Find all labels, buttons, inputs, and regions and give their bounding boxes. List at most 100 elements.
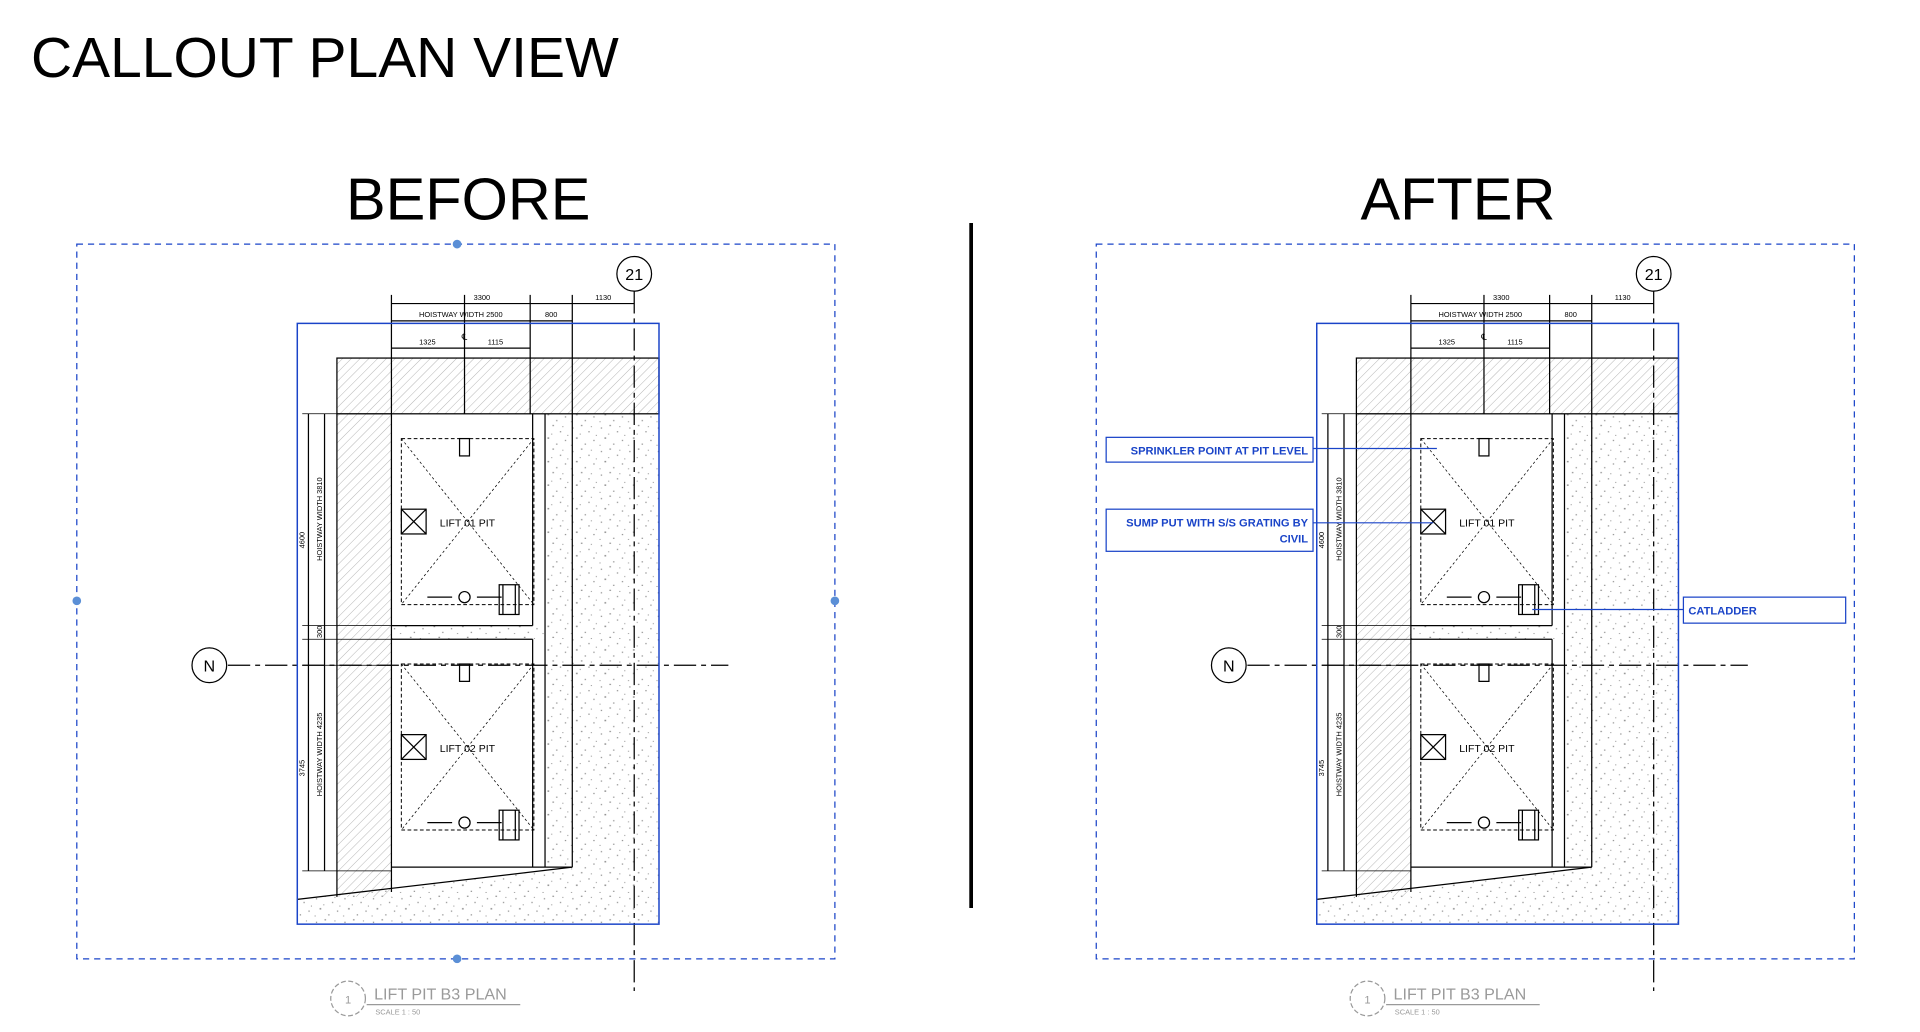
cat-ladder-icon bbox=[498, 809, 520, 841]
dimension-text: 800 bbox=[545, 310, 557, 319]
lift-pit-label: LIFT 02 PIT bbox=[440, 743, 496, 755]
callout-text: CATLADDER bbox=[1688, 605, 1756, 617]
pit-diagonal bbox=[1420, 438, 1554, 605]
cat-ladder-icon bbox=[1518, 809, 1540, 841]
callout-catladder: CATLADDER bbox=[1532, 596, 1847, 624]
grid-label-21: 21 bbox=[625, 266, 643, 284]
crop-drag-handle[interactable] bbox=[830, 596, 840, 606]
view-scale: SCALE 1 : 50 bbox=[375, 1008, 420, 1017]
dimension-text: 3745 bbox=[1317, 760, 1326, 777]
dimension-text: 800 bbox=[1564, 310, 1576, 319]
sprinkler-icon bbox=[458, 816, 471, 829]
dimension-text: 300 bbox=[315, 626, 324, 638]
grid-bubble-21 bbox=[616, 255, 653, 292]
dimension-text: 3745 bbox=[298, 760, 307, 777]
hatched-wall-left bbox=[336, 413, 392, 897]
slab-fill bbox=[1410, 625, 1565, 640]
dimension-text: 3300 bbox=[474, 293, 491, 302]
view-number: 1 bbox=[1364, 994, 1370, 1006]
lift-pit-2: LIFT 02 PIT bbox=[1420, 663, 1554, 841]
callout-text: SUMP PUT WITH S/S GRATING BY bbox=[1126, 518, 1309, 530]
view-number-bubble bbox=[1349, 980, 1386, 1017]
concrete-fill bbox=[1316, 413, 1679, 925]
crop-drag-handle[interactable] bbox=[72, 596, 82, 606]
view-number-bubble bbox=[330, 980, 367, 1017]
lift-pit-label: LIFT 02 PIT bbox=[1459, 743, 1515, 755]
hatched-wall-top bbox=[1356, 358, 1679, 414]
lift-pit-label: LIFT 01 PIT bbox=[1459, 518, 1515, 530]
dimension-text: 4600 bbox=[1317, 532, 1326, 549]
hatched-wall-top bbox=[336, 358, 659, 414]
sprinkler-icon bbox=[458, 590, 471, 604]
centerline-mark: ℄ bbox=[461, 331, 468, 341]
dimension-text: HOISTWAY WIDTH 2500 bbox=[419, 310, 503, 319]
buffer-icon bbox=[458, 663, 471, 682]
cat-ladder-icon bbox=[498, 584, 520, 616]
dimension-text: 300 bbox=[1335, 626, 1344, 638]
crop-drag-handle[interactable] bbox=[452, 954, 462, 964]
panel-heading: AFTER bbox=[1361, 165, 1556, 232]
sump-pit-icon bbox=[1420, 734, 1447, 760]
view-title: LIFT PIT B3 PLAN bbox=[1394, 986, 1527, 1004]
crop-region-boundary bbox=[76, 243, 836, 960]
cat-ladder-icon bbox=[1518, 584, 1540, 616]
dimension-text: 3300 bbox=[1493, 293, 1510, 302]
dimension-text: HOISTWAY WIDTH 3810 bbox=[315, 477, 324, 561]
sump-pit-icon bbox=[400, 508, 427, 535]
page-title: CALLOUT PLAN VIEW bbox=[31, 26, 619, 90]
callout-text: CIVIL bbox=[1280, 534, 1309, 546]
callout-sprinkler: SPRINKLER POINT AT PIT LEVEL bbox=[1105, 436, 1437, 463]
concrete-wall-fill bbox=[1564, 413, 1592, 868]
dimension-text: 1115 bbox=[488, 337, 503, 346]
buffer-icon bbox=[1478, 437, 1490, 457]
callout-scope-box bbox=[296, 322, 660, 925]
before-panel: BEFORE LIFT 01 PIT LIFT 02 PIT 21N 3300 1130H… bbox=[72, 165, 840, 1017]
dimension-text: HOISTWAY WIDTH 3810 bbox=[1335, 477, 1344, 561]
concrete-fill bbox=[297, 413, 659, 925]
grid-bubble-n bbox=[1210, 647, 1247, 684]
callout-scope-box bbox=[1316, 322, 1680, 925]
callout-box bbox=[1105, 508, 1314, 552]
grid-label-21: 21 bbox=[1645, 266, 1663, 284]
sprinkler-icon bbox=[1477, 816, 1491, 829]
lift-pit-1: LIFT 01 PIT bbox=[1420, 437, 1554, 616]
callout-box bbox=[1682, 596, 1847, 624]
dimension-text: 1115 bbox=[1507, 337, 1522, 346]
lift-pit-label: LIFT 01 PIT bbox=[440, 518, 496, 530]
crop-drag-handle[interactable] bbox=[452, 239, 462, 249]
view-title: LIFT PIT B3 PLAN bbox=[374, 986, 507, 1004]
dimension-text: 4600 bbox=[298, 532, 307, 549]
view-number: 1 bbox=[345, 994, 351, 1006]
grid-label-n: N bbox=[204, 657, 216, 675]
crop-region-boundary bbox=[1095, 243, 1855, 960]
pit-diagonal bbox=[401, 663, 535, 831]
grid-label-n: N bbox=[1223, 657, 1235, 675]
callout-box bbox=[1105, 436, 1314, 463]
callout-sump: SUMP PUT WITH S/S GRATING BY CIVIL bbox=[1105, 508, 1434, 552]
panel-heading: BEFORE bbox=[346, 165, 590, 232]
callout-text: SPRINKLER POINT AT PIT LEVEL bbox=[1131, 446, 1309, 458]
hatched-wall-left bbox=[1356, 413, 1411, 897]
bottom-edge bbox=[1316, 866, 1592, 900]
dimension-text: HOISTWAY WIDTH 2500 bbox=[1438, 310, 1522, 319]
pit-diagonal bbox=[1420, 663, 1554, 831]
dimension-text: HOISTWAY WIDTH 4235 bbox=[315, 713, 324, 797]
sump-pit-icon bbox=[1420, 508, 1447, 535]
pit-diagonal bbox=[401, 438, 535, 605]
dimension-text: HOISTWAY WIDTH 4235 bbox=[1335, 713, 1344, 797]
lift-pit-2: LIFT 02 PIT bbox=[400, 663, 535, 841]
bottom-edge bbox=[297, 866, 573, 900]
lift-pit-1: LIFT 01 PIT bbox=[400, 437, 535, 616]
grid-bubble-n bbox=[191, 647, 228, 684]
buffer-icon bbox=[458, 437, 471, 457]
centerline-mark: ℄ bbox=[1480, 331, 1487, 341]
view-scale: SCALE 1 : 50 bbox=[1395, 1008, 1440, 1017]
concrete-wall-fill bbox=[545, 413, 573, 868]
slab-fill bbox=[391, 625, 546, 640]
dimension-text: 1325 bbox=[419, 337, 436, 346]
sprinkler-icon bbox=[1477, 590, 1491, 604]
dimension-text: 1325 bbox=[1439, 337, 1456, 346]
dimension-text: 1130 bbox=[595, 293, 611, 302]
